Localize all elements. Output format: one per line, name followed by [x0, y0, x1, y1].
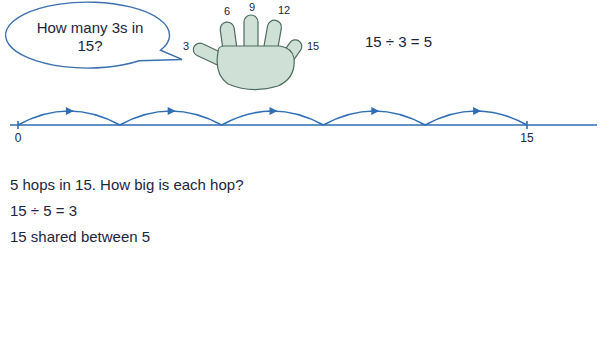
axis-line [10, 124, 597, 126]
axis-label: 15 [520, 131, 533, 145]
bubble-body: How many 3s in 15? [30, 4, 150, 55]
number-line [10, 107, 597, 129]
speech-bubble: How many 3s in 15? [8, 4, 172, 70]
hand-drawing [191, 15, 304, 90]
arrow-head [270, 107, 278, 115]
finger-number: 9 [249, 1, 255, 14]
bubble-shape [6, 2, 182, 68]
axis-label: 0 [15, 131, 22, 145]
arrow-head [66, 107, 74, 115]
palm [217, 46, 294, 90]
finger-number: 15 [307, 40, 319, 53]
arrow-head [168, 107, 176, 115]
hop-arcs [18, 107, 527, 125]
bubble-text: How many 3s in 15? [30, 19, 150, 55]
arrow-head [473, 107, 481, 115]
note-text: 15 shared between 5 [10, 228, 150, 246]
arrow-head [371, 107, 379, 115]
finger-number: 3 [183, 40, 189, 53]
equation: 15 ÷ 3 = 5 [365, 33, 432, 51]
question-text: 5 hops in 15. How big is each hop? [10, 176, 244, 194]
finger-number: 6 [224, 5, 230, 18]
finger-number: 12 [278, 4, 290, 17]
equation: 15 ÷ 5 = 3 [10, 202, 77, 220]
